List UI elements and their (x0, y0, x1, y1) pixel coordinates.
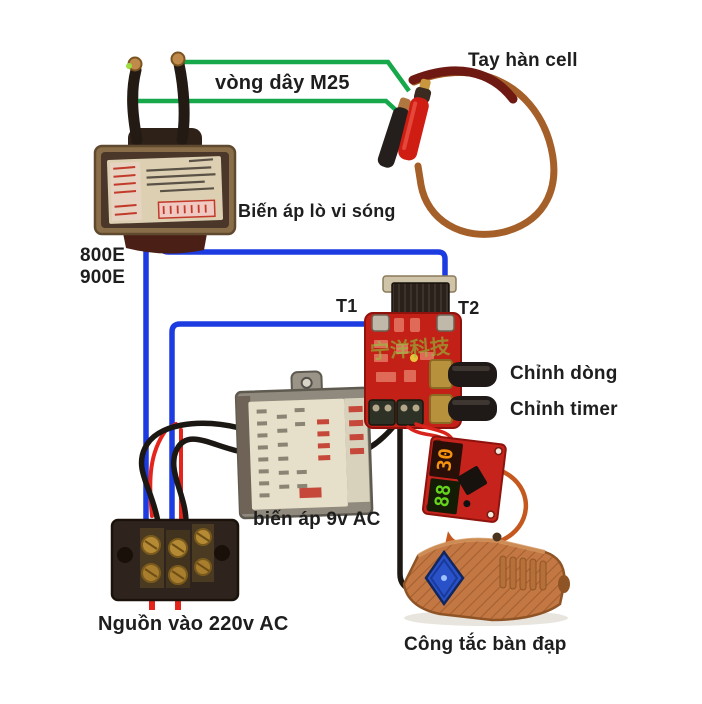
t2-terminal (436, 314, 455, 332)
label-m25-loop: vòng dây M25 (215, 72, 350, 94)
pedal-hinge-nub (492, 532, 502, 542)
terminal-block-hole-left (117, 547, 133, 563)
aux-mount-hole (300, 376, 313, 389)
display-bottom-digits: 88 (431, 483, 456, 508)
board-pads (374, 318, 434, 382)
label-welding-pen: Tay hàn cell (468, 50, 578, 71)
display-top-digits: 30 (433, 447, 458, 472)
label-current-adjust: Chỉnh dòng (510, 363, 618, 384)
green-wire-upper (177, 59, 411, 93)
aux-label-marks (256, 407, 308, 498)
pedal-diamond-logo (424, 549, 465, 607)
terminal-block-hole-right (214, 545, 230, 561)
seven-seg-window-top (429, 440, 463, 480)
mot-transformer (93, 51, 237, 254)
display-module: 30 88 (421, 435, 507, 523)
black-probe (377, 97, 411, 168)
welding-pen (377, 66, 558, 238)
label-t2: T2 (458, 298, 480, 318)
blue-wire-t1-to-block (169, 321, 379, 530)
mot-label-danger-ticks (162, 204, 207, 215)
display-button (463, 500, 471, 508)
label-mot: Biến áp lò vi sóng (238, 201, 396, 221)
current-pot (429, 359, 497, 389)
timer-knob (448, 396, 497, 421)
black-wire-block-to-9v-2 (170, 436, 245, 525)
mot-cable-left (127, 64, 143, 146)
mot-cable-right (173, 58, 190, 146)
t1-terminal (371, 314, 390, 332)
label-timer-adjust: Chỉnh timer (510, 399, 618, 420)
timer-pot (429, 394, 497, 424)
display-hole-br (486, 510, 495, 519)
pedal-ribs (499, 555, 547, 591)
aux-transformer-9v (234, 370, 374, 520)
control-board: 宁洋科技 (364, 275, 497, 429)
mains-terminal-block (110, 518, 240, 610)
label-mot-model-800e: 800E (80, 245, 126, 266)
mot-label-red-print (113, 166, 137, 216)
label-foot-pedal: Công tắc bàn đạp (404, 634, 567, 655)
label-t1: T1 (336, 296, 358, 316)
mot-label (106, 156, 224, 224)
copper-loop-sleeve (408, 66, 518, 104)
display-ic (457, 466, 488, 495)
current-knob (448, 362, 497, 387)
seven-seg-window-bottom (426, 478, 461, 515)
red-probe (398, 78, 432, 161)
timer-knob-highlight (452, 400, 490, 405)
current-knob-highlight (452, 366, 490, 371)
terminal-screws (140, 524, 214, 588)
label-mains-input: Nguồn vào 220v AC (98, 613, 289, 635)
screw-slots (144, 532, 210, 580)
aux-label (248, 398, 348, 510)
black-probe-handle (377, 107, 410, 168)
label-mot-model-900e: 900E (80, 267, 126, 288)
mot-label-danger-stamp (157, 199, 216, 220)
display-hole-tr (494, 446, 503, 456)
mot-lug-left-tint (126, 63, 132, 69)
label-aux-transformer: biến áp 9v AC (253, 509, 381, 530)
pedal-side-nub (558, 575, 570, 593)
black-wire-block-to-9v-1 (138, 420, 243, 525)
copper-loop-wire (410, 69, 558, 238)
mot-lug-right (170, 51, 186, 67)
mot-label-spec-print (146, 158, 216, 193)
red-probe-highlight (402, 101, 418, 151)
board-bottom-terminals (368, 399, 424, 426)
board-led (410, 354, 418, 362)
aux-red-marks (299, 405, 365, 499)
foot-pedal (402, 532, 570, 626)
